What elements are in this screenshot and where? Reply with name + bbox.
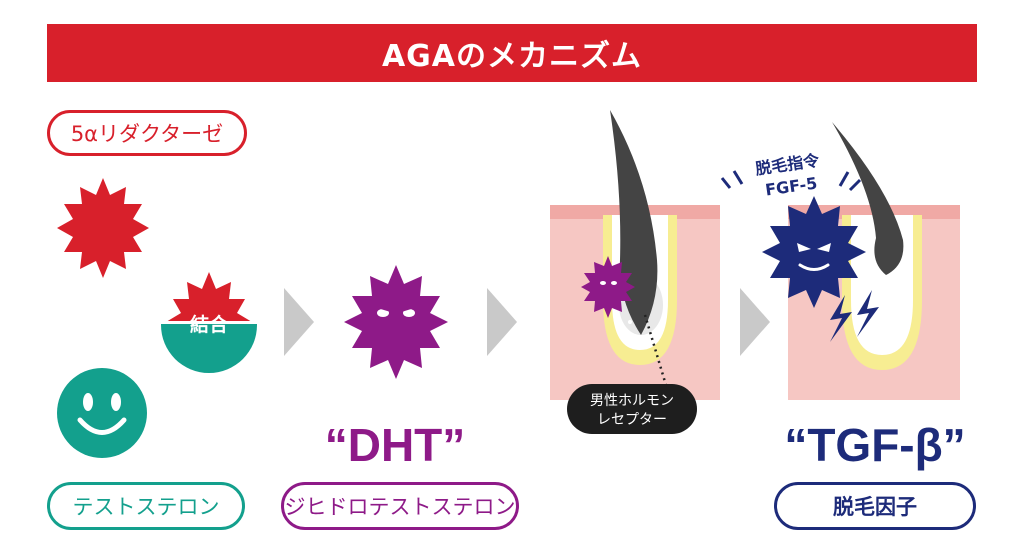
- lightning-icon: [830, 295, 852, 342]
- testosterone-smiley-icon: [57, 368, 147, 458]
- enzyme-pill: 5αリダクターゼ: [47, 110, 247, 156]
- dht-pill: ジヒドロテストステロン: [281, 482, 519, 530]
- reductase-star-icon: [57, 178, 149, 278]
- fgf5-star-icon: [762, 196, 866, 308]
- dht-small-star-icon: [581, 256, 635, 318]
- signal-marks: [720, 170, 862, 192]
- tgf-quote-label: “TGF-β”: [784, 419, 966, 471]
- hair-follicle-panel: [788, 122, 960, 400]
- hair-follicle-panel: [550, 110, 720, 400]
- tgf-pill: 脱毛因子: [774, 482, 976, 530]
- title-text: AGAのメカニズム: [381, 39, 643, 74]
- tgf-label: 脱毛因子: [833, 495, 917, 519]
- enzyme-label: 5αリダクターゼ: [70, 122, 224, 146]
- receptor-label-line2: レセプター: [597, 412, 667, 428]
- testosterone-label: テストステロン: [72, 495, 220, 519]
- dht-quote-label: “DHT”: [324, 419, 466, 471]
- arrow-right-icon: [740, 288, 770, 356]
- arrow-right-icon: [284, 288, 314, 356]
- receptor-label-line1: 男性ホルモン: [590, 393, 674, 409]
- title-banner: AGAのメカニズム: [47, 24, 977, 82]
- arrow-right-icon: [487, 288, 517, 356]
- signal-label-line2: FGF-5: [764, 174, 818, 200]
- bound-molecule-icon: [160, 272, 258, 373]
- testosterone-pill: テストステロン: [47, 482, 245, 530]
- lightning-icon: [857, 290, 879, 337]
- bind-label: 結合: [190, 313, 229, 336]
- dht-star-icon: [344, 265, 448, 379]
- receptor-callout: [567, 384, 697, 434]
- dht-label: ジヒドロテストステロン: [284, 495, 516, 519]
